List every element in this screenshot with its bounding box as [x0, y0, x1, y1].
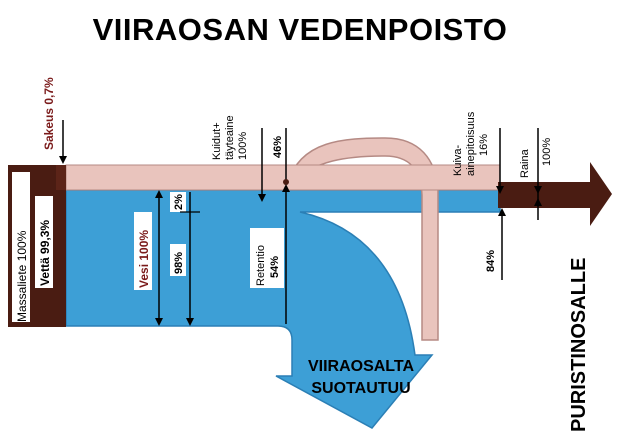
kuidut-label-3: 100%	[237, 132, 249, 160]
p46-label-box	[268, 132, 284, 160]
water-98-label: 98%	[173, 252, 185, 274]
p84-arrowhead	[498, 208, 506, 216]
vetta-label-box	[35, 196, 53, 288]
water-2-label: 2%	[173, 194, 185, 210]
sakeus-arrowhead	[59, 156, 67, 164]
kuidut-arrowhead	[258, 194, 266, 202]
fibre-band	[65, 164, 501, 191]
water-98-label-box	[170, 244, 186, 276]
vesi-label-box	[134, 212, 152, 290]
kuidut-label-2: täyteaine	[224, 115, 236, 160]
web-arrow	[498, 162, 612, 226]
press-section-label: PURISTINOSALLE	[568, 258, 590, 432]
sakeus-inlet	[56, 165, 66, 190]
water-split-arrowhead	[186, 318, 194, 326]
retentio-arrowhead	[282, 184, 290, 192]
sakeus-label: Sakeus 0,7%	[42, 77, 56, 150]
raina-value: 100%	[541, 138, 553, 166]
drainage-label-1: VIIRAOSALTA	[308, 358, 415, 375]
retentio-label-box	[250, 228, 284, 288]
water-2-label-box	[170, 192, 186, 212]
kuiva-label-1: Kuiva-	[452, 144, 464, 176]
kuidut-label-1: Kuidut+	[211, 122, 223, 160]
vetta-label: Vettä 99,3%	[38, 220, 52, 286]
p84-label: 84%	[485, 250, 497, 272]
massaliete-label: Massaliete 100%	[15, 230, 29, 322]
kuiva-arrowhead	[496, 186, 504, 194]
raina-label: Raina	[519, 148, 531, 178]
massaliete-label-box	[12, 172, 30, 322]
vesi-label: Vesi 100%	[137, 230, 151, 288]
retentio-label-1: Retentio	[255, 245, 267, 286]
retentio-label-2: 54%	[269, 256, 281, 278]
raina-arrowheads	[534, 186, 542, 206]
drainage-label-2: SUOTAUTUU	[311, 380, 410, 397]
kuiva-label-2: ainepitoisuus	[465, 111, 477, 176]
kuiva-label-3: 16%	[478, 134, 490, 156]
fibre-return-loop	[287, 137, 439, 341]
split-node	[283, 179, 289, 185]
p46-label: 46%	[272, 136, 284, 158]
diagram-title: VIIRAOSAN VEDENPOISTO	[92, 12, 508, 47]
